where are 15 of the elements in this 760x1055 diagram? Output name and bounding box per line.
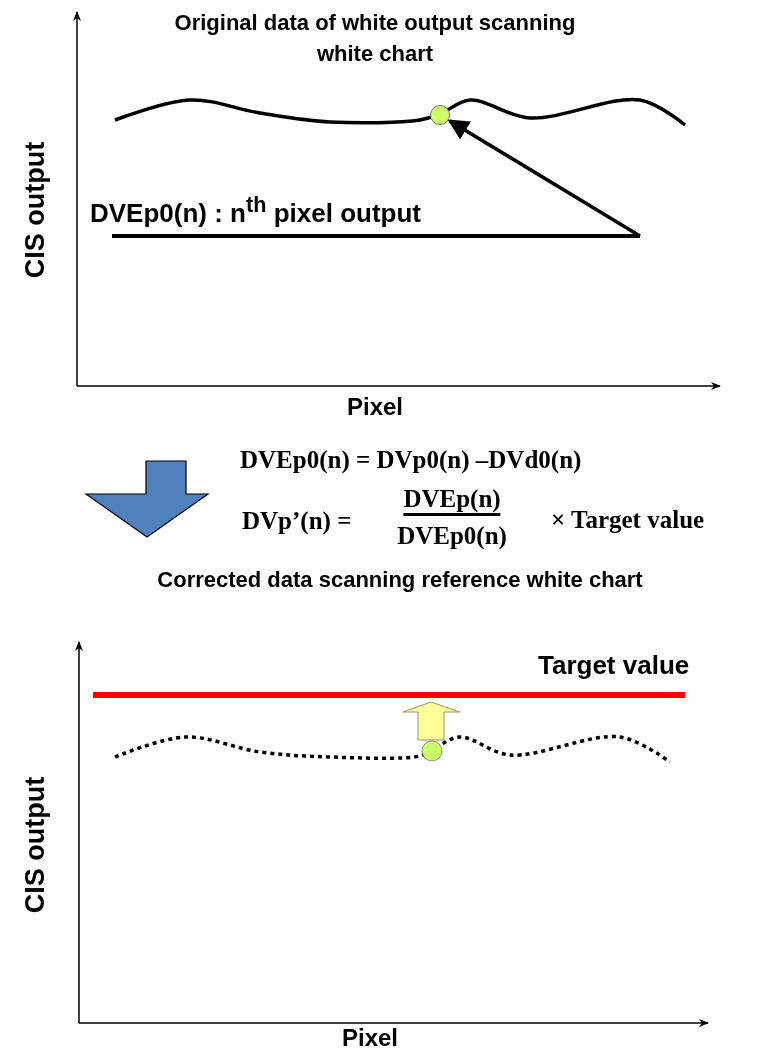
label-text: DVEp0(n) : n$^{th}$ pixel output (90, 192, 422, 229)
axis-label: Pixel (342, 1024, 398, 1052)
formula-text: DVp’(n) = (242, 507, 352, 535)
formula-numerator: DVEp(n) (403, 485, 501, 516)
axis-label: CIS output (19, 776, 51, 914)
data-point (430, 105, 450, 125)
formula-denominator: DVEp0(n) (397, 522, 507, 550)
axis-label: CIS output (19, 141, 51, 279)
axis-label: Pixel (347, 393, 403, 421)
target-label: Target value (538, 650, 690, 681)
formula-text: × Target value (551, 506, 705, 534)
chart-title: Original data of white output scanning white chart (173, 9, 577, 68)
formula-text: DVEp0(n) = DVp0(n) –DVd0(n) (240, 446, 582, 474)
leader-line (447, 119, 641, 238)
chart-title: Corrected data scanning reference white chart (156, 566, 644, 594)
